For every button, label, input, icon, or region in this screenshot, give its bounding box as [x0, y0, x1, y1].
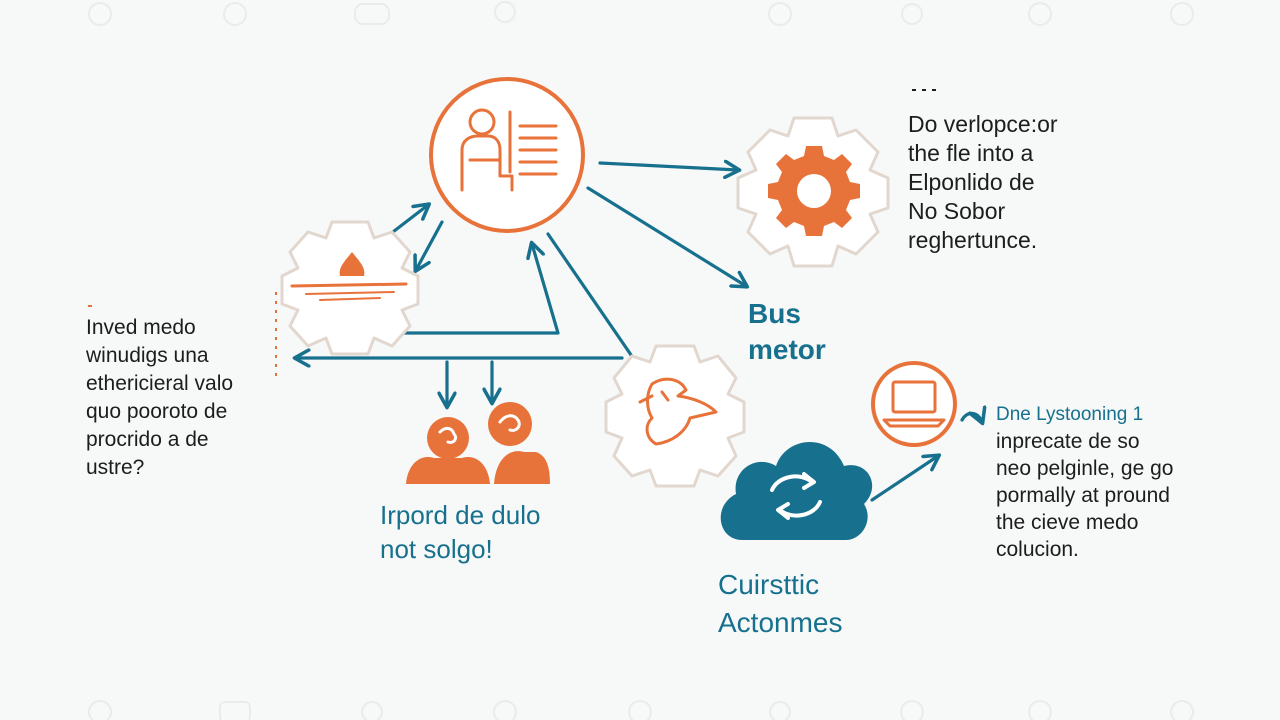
arrow-laptop-to-note — [960, 413, 982, 422]
note-right-top: Do verlopce:or the fle into a Elponlido … — [908, 110, 1058, 255]
arrow-left-gear-up-to-center — [376, 244, 560, 335]
center-node — [429, 77, 585, 233]
note-line: Elponlido de — [908, 169, 1035, 195]
flame-on-plate-icon — [290, 252, 408, 301]
note-line: neo pelginle, ge go — [996, 457, 1174, 480]
bus-motor-label: Bus metor — [748, 296, 826, 368]
cloud-node — [720, 441, 873, 540]
gear-node-bird — [604, 344, 746, 488]
arrow-center-to-bird-gear — [546, 232, 642, 370]
label-line: Bus — [748, 298, 801, 329]
note-line: No Sobor — [908, 198, 1006, 224]
label-line: Irpord de dulo — [380, 500, 541, 530]
arrow-center-to-gear — [598, 163, 738, 170]
customer-actions-label: Cuirsttic Actonmes — [718, 566, 843, 642]
arrow-center-to-bus — [586, 186, 746, 286]
note-line: reghertunce. — [908, 227, 1038, 253]
label-line: metor — [748, 334, 826, 365]
sync-arrows — [770, 472, 822, 520]
note-line: inprecate de so — [996, 430, 1140, 453]
note-left: Inved medo winudigs una ethericieral val… — [86, 314, 233, 482]
person-at-desk-icon — [460, 108, 558, 192]
note-line: winudigs una — [86, 344, 209, 367]
label-line: Cuirsttic — [718, 569, 820, 600]
laptop-node — [871, 361, 957, 447]
note-line: pormally at pround — [996, 484, 1170, 507]
arrow-cloud-to-laptop — [870, 456, 938, 502]
two-people-icon — [406, 402, 550, 484]
note-line: Do verlopce:or — [908, 111, 1058, 137]
import-label: Irpord de dulo not solgo! — [380, 498, 540, 566]
note-line: procrido a de — [86, 428, 209, 451]
note-line: the fle into a — [908, 140, 1034, 166]
label-line: Actonmes — [718, 607, 843, 638]
cloud-sync-icon — [720, 441, 873, 540]
note-line: ustre? — [86, 456, 145, 479]
note-line: quo pooroto de — [86, 400, 228, 423]
gear-icon — [768, 146, 860, 236]
note-line: colucion. — [996, 538, 1079, 561]
background-pattern — [88, 1, 1194, 720]
note-line: the cieve medo — [996, 511, 1139, 534]
arrow-center-to-left-gear — [416, 220, 444, 270]
label-line: not solgo! — [380, 534, 493, 564]
bird-hand-icon — [638, 377, 718, 446]
gear-node-left — [280, 220, 420, 356]
gear-node-top-right — [736, 116, 890, 268]
note-heading: Dne Lystooning 1 — [996, 404, 1144, 425]
laptop-icon — [882, 380, 946, 428]
note-line: Inved medo — [86, 316, 196, 339]
note-right-bottom: Dne Lystooning 1 inprecate de so neo pel… — [996, 401, 1174, 563]
note-line: ethericieral valo — [86, 372, 234, 395]
